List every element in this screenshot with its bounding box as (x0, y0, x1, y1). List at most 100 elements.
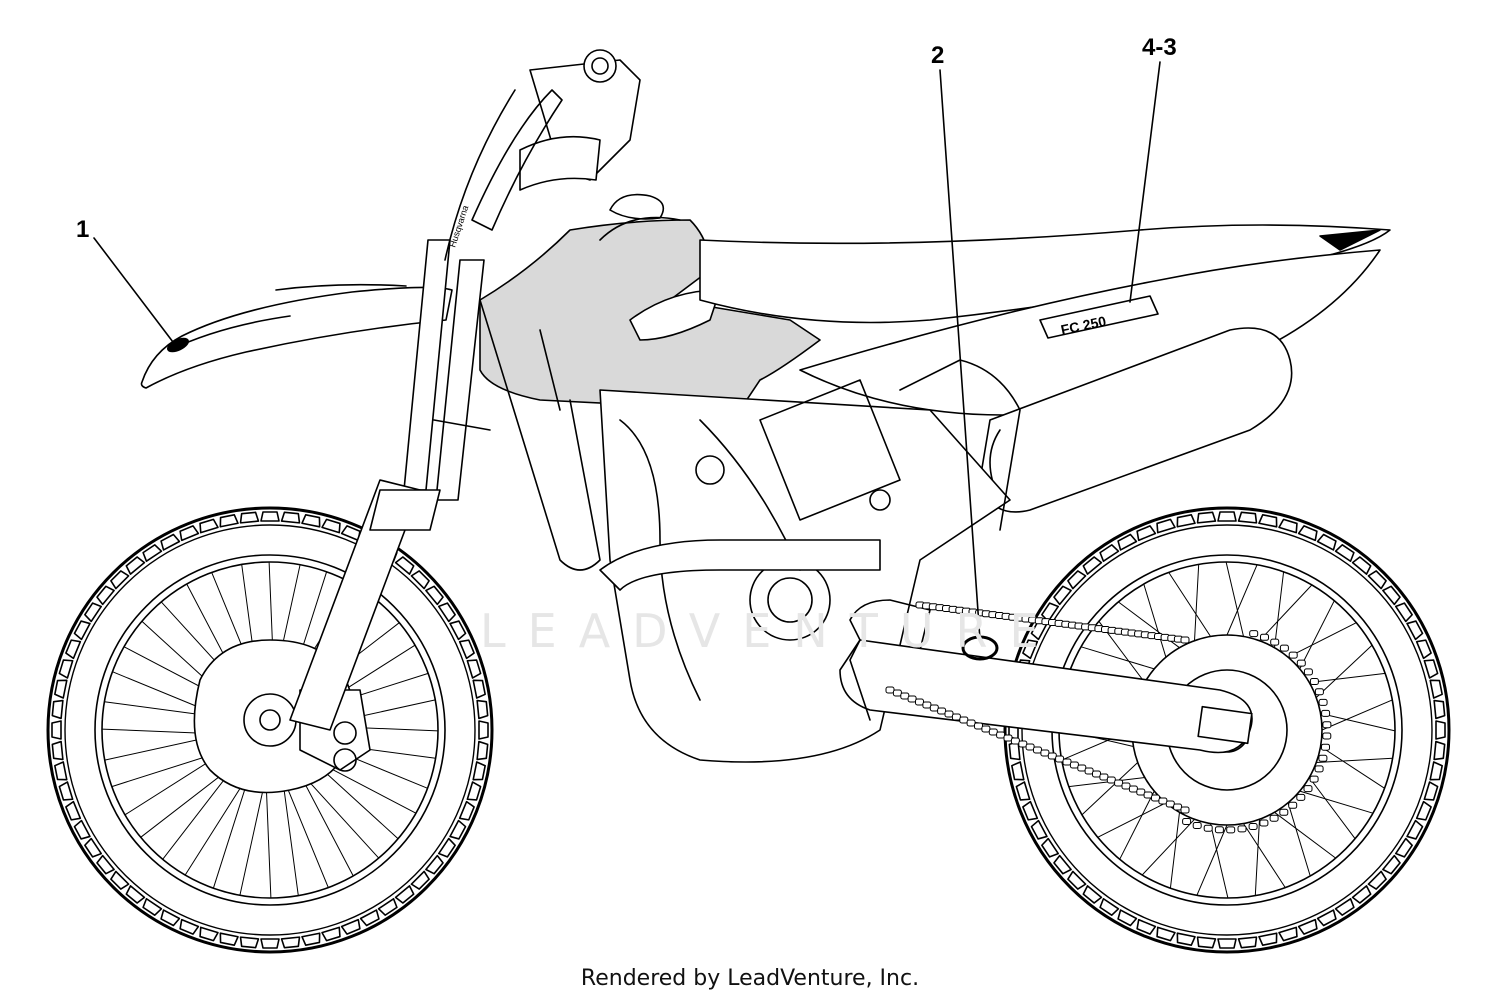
chain-link (1289, 802, 1297, 808)
tread-knob (1383, 585, 1401, 605)
chain-link (1271, 639, 1279, 645)
handlebar (445, 50, 640, 260)
tread-knob (1053, 585, 1071, 605)
chain-link (1315, 766, 1323, 772)
tread-knob (1218, 512, 1236, 521)
tread-knob (1430, 679, 1442, 698)
tread-knob (411, 871, 430, 890)
tread-knob (96, 856, 114, 876)
spoke (1082, 763, 1138, 815)
seat (700, 225, 1390, 323)
tread-knob (439, 601, 456, 621)
tread-knob (261, 939, 279, 948)
tread-knob (74, 619, 90, 639)
tread-knob (1098, 544, 1118, 561)
tread-knob (473, 679, 485, 698)
chain-link (1183, 819, 1191, 825)
leader-line-4-3 (1130, 62, 1160, 302)
chain-link (1260, 820, 1268, 826)
tread-knob (1383, 856, 1401, 876)
tread-knob (74, 821, 90, 841)
tread-knob (302, 933, 321, 945)
tread-knob (54, 762, 66, 781)
tread-knob (322, 519, 342, 533)
tread-knob (1239, 937, 1258, 948)
footer-credit: Rendered by LeadVenture, Inc. (580, 966, 920, 991)
chain-link (1174, 804, 1182, 810)
spoke (1288, 623, 1356, 658)
spoke (1316, 758, 1392, 762)
callout-label-2[interactable]: 2 (931, 42, 945, 69)
tread-knob (450, 821, 466, 841)
chain-link (1297, 794, 1305, 800)
tread-knob (450, 619, 466, 639)
tread-knob (240, 512, 259, 523)
spoke (1260, 585, 1312, 641)
chain-link (1322, 710, 1330, 716)
chain-link (1249, 824, 1257, 830)
tread-knob (1368, 871, 1387, 890)
chain-link (967, 720, 975, 726)
fork-guard-decal: Husqvarna (447, 204, 470, 248)
chain-link (1159, 798, 1167, 804)
chain-link (1181, 637, 1189, 643)
tread-knob (477, 742, 488, 761)
callout-label-1[interactable]: 1 (76, 216, 90, 243)
tread-knob (1396, 601, 1413, 621)
tread-knob (1155, 519, 1175, 533)
spoke (1142, 819, 1194, 875)
chain-link (938, 708, 946, 714)
chain-link (1215, 827, 1223, 833)
tread-knob (84, 839, 101, 859)
chain-link (982, 726, 990, 732)
spoke (1321, 714, 1395, 731)
tread-knob (96, 585, 114, 605)
tread-knob (141, 544, 161, 561)
tread-knob (219, 933, 238, 945)
tread-knob (1396, 839, 1413, 859)
spoke (1069, 778, 1145, 787)
tread-knob (1430, 762, 1442, 781)
tread-knob (477, 700, 488, 719)
callout-label-4-3[interactable]: 4-3 (1142, 34, 1177, 61)
swingarm (840, 640, 1252, 753)
tread-knob (302, 514, 321, 526)
chain-link (1289, 652, 1297, 658)
tread-knob (342, 920, 362, 935)
tread-knob (1067, 570, 1086, 589)
tread-knob (1041, 839, 1058, 859)
spoke (1322, 700, 1392, 730)
chain-link (1204, 825, 1212, 831)
chain-link (1026, 744, 1034, 750)
tread-knob (1218, 939, 1236, 948)
tread-knob (1424, 658, 1438, 678)
chain-link (1041, 750, 1049, 756)
tread-knob (1239, 512, 1258, 523)
chain-link (1323, 722, 1331, 728)
chain-link (1319, 699, 1327, 705)
tread-knob (240, 937, 259, 948)
chain-link (1238, 826, 1246, 832)
tread-knob (467, 658, 481, 678)
tread-knob (1299, 525, 1319, 540)
chain-link (886, 687, 894, 693)
tread-knob (1318, 910, 1338, 926)
tread-knob (1259, 514, 1278, 526)
spoke (1316, 645, 1372, 697)
tread-knob (1011, 762, 1023, 781)
spoke (1081, 647, 1154, 669)
spoke (1309, 778, 1355, 839)
chain-link (1304, 786, 1312, 792)
tread-knob (1082, 886, 1102, 904)
tread-knob (439, 839, 456, 859)
engine (600, 380, 1010, 762)
tread-knob (1135, 920, 1155, 935)
chain-link (1181, 807, 1189, 813)
tread-knob (1279, 519, 1299, 533)
tread-knob (1082, 556, 1102, 574)
spoke (1255, 819, 1259, 895)
tread-knob (396, 556, 416, 574)
chain-link (1070, 762, 1078, 768)
rear-sprocket-chain (1183, 631, 1331, 833)
